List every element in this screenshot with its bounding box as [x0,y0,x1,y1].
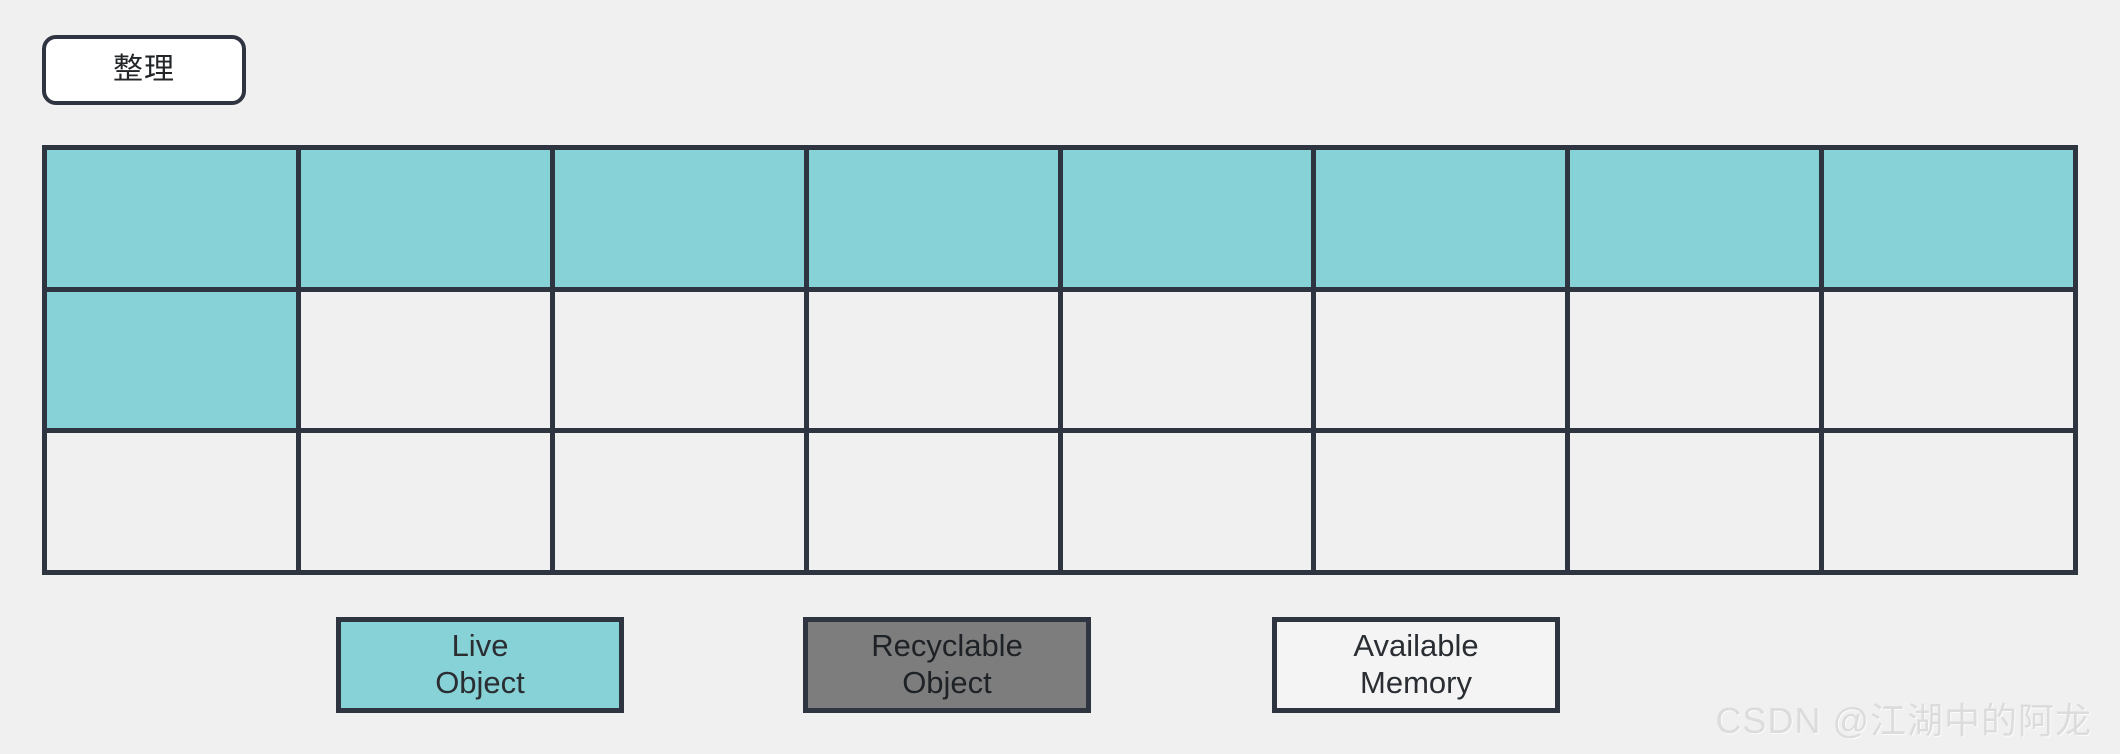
legend-item-available-memory-line1: Available [1353,628,1479,664]
memory-cell-available [1057,291,1312,429]
legend-item-available-memory: Available Memory [1272,617,1560,713]
memory-cell-available [1311,291,1566,429]
memory-cell-live [1819,150,2073,287]
memory-cell-available [47,433,296,571]
memory-cell-available [1819,433,2073,571]
memory-grid-row [47,428,2073,571]
memory-cell-available [549,433,804,571]
memory-cell-available [1565,433,1820,571]
memory-cell-live [1057,150,1312,287]
memory-cell-live [295,150,550,287]
memory-cell-available [549,291,804,429]
legend-item-live-object: Live Object [336,617,624,713]
memory-cell-live [549,150,804,287]
action-label-box: 整理 [42,35,246,105]
legend-item-live-object-line1: Live [451,628,509,664]
legend-item-recyclable-object-line2: Object [902,665,992,700]
watermark-text: CSDN @江湖中的阿龙 [1715,700,2092,741]
memory-cell-available [1565,291,1820,429]
memory-cell-available [803,433,1058,571]
memory-cell-live [1565,150,1820,287]
memory-cell-live [803,150,1058,287]
legend-item-recyclable-object: Recyclable Object [803,617,1091,713]
legend-item-available-memory-line2: Memory [1360,665,1472,700]
memory-grid [42,145,2078,575]
memory-cell-live [47,291,296,429]
legend-item-live-object-line2: Object [435,665,525,700]
memory-cell-available [295,433,550,571]
memory-cell-available [803,291,1058,429]
memory-cell-available [1057,433,1312,571]
legend: Live Object Recyclable Object Available … [0,617,2120,717]
memory-cell-live [1311,150,1566,287]
memory-grid-row [47,150,2073,287]
memory-cell-available [1311,433,1566,571]
memory-grid-row [47,286,2073,429]
memory-cell-available [1819,291,2073,429]
legend-item-recyclable-object-line1: Recyclable [871,628,1023,664]
memory-cell-live [47,150,296,287]
action-label-text: 整理 [113,53,175,86]
memory-cell-available [295,291,550,429]
